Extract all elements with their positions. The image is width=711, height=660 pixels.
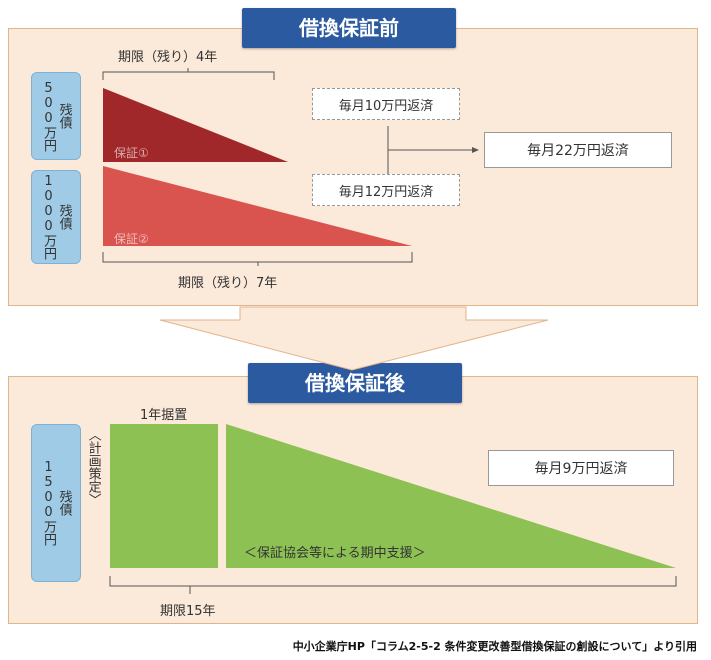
debt-box-1500: 残債 1500万円 — [31, 424, 81, 582]
term-label: 期限15年 — [160, 604, 216, 619]
guarantee2-triangle — [103, 166, 412, 246]
debt-box-1500-amount: 1500万円 — [41, 460, 56, 546]
debt-box-1500-label: 残債 — [56, 490, 72, 516]
guarantee1-label: 保証① — [114, 146, 149, 160]
debt-box-500: 残債 500万円 — [31, 72, 81, 160]
debt-box-500-label: 残債 — [56, 103, 72, 129]
debt-box-1000: 残債 1000万円 — [31, 170, 81, 264]
guarantee2-label: 保証② — [114, 232, 149, 246]
deferment-label: 1年据置 — [140, 408, 188, 423]
term2-label: 期限（残り）7年 — [178, 276, 278, 291]
before-header: 借換保証前 — [242, 8, 456, 48]
source-citation: 中小企業庁HP「コラム2-5-2 条件変更改善型借換保証の創設について」より引用 — [292, 640, 697, 653]
plan-label: 〈計画策定〉 — [85, 428, 101, 506]
repayment-triangle — [226, 424, 676, 568]
pay-box-12: 毎月12万円返済 — [312, 174, 460, 206]
debt-box-500-amount: 500万円 — [41, 80, 56, 152]
debt-box-1000-label: 残債 — [56, 204, 72, 230]
deferment-block — [110, 424, 218, 568]
pay-box-10: 毎月10万円返済 — [312, 88, 460, 120]
debt-box-1000-amount: 1000万円 — [41, 174, 56, 260]
pay-box-9: 毎月9万円返済 — [488, 450, 674, 486]
support-label: ＜保証協会等による期中支援＞ — [244, 546, 426, 561]
guarantee1-triangle — [103, 88, 288, 162]
pay-box-22: 毎月22万円返済 — [484, 132, 672, 168]
term-bracket — [109, 576, 677, 587]
term1-label: 期限（残り）4年 — [118, 50, 218, 65]
